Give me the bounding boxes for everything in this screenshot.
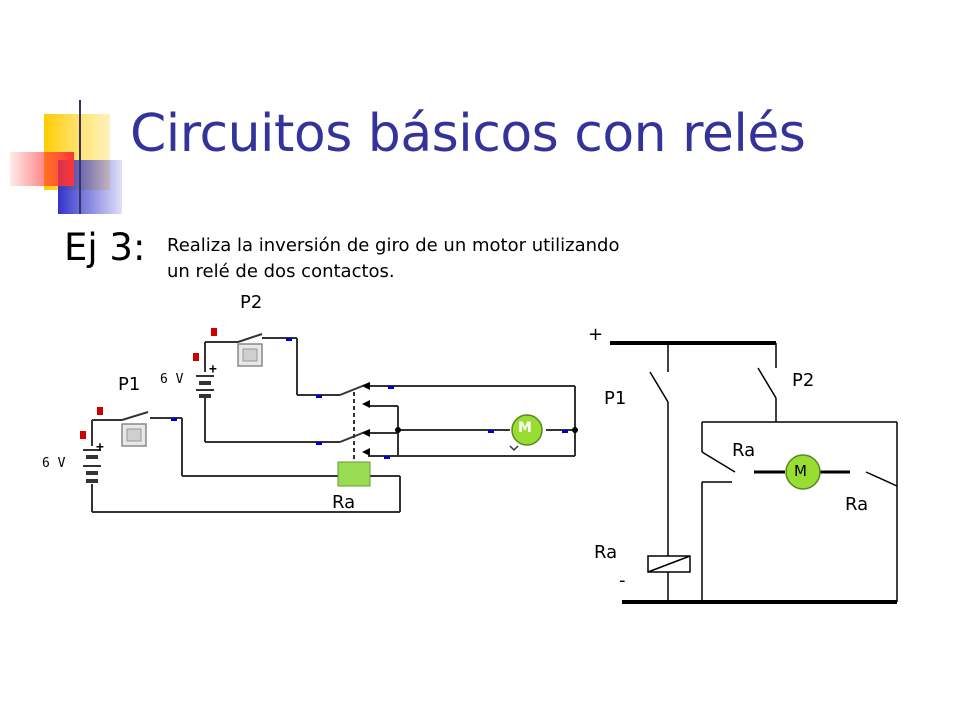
battery-label-p1: 6 V	[42, 456, 66, 471]
switch-p2-blade	[757, 367, 777, 399]
contact-label-left: Ra	[732, 440, 756, 461]
p2-label-right: P2	[792, 370, 815, 391]
switch-blade	[121, 411, 149, 421]
terminal-red	[97, 407, 103, 415]
p2-label: P2	[240, 292, 263, 313]
deco-red-square	[10, 152, 74, 186]
coil-diagonal	[647, 555, 691, 573]
battery-plus-sign: +	[209, 362, 217, 377]
terminal-red	[80, 431, 86, 439]
contact-arrow	[362, 429, 370, 437]
exercise-instruction: Realiza la inversión de giro de un motor…	[167, 233, 620, 285]
motor-left	[511, 414, 543, 446]
relay-coil-right	[647, 555, 691, 573]
battery-p2	[196, 375, 214, 398]
contact-label-right: Ra	[845, 494, 869, 515]
motor-rotation-arrow	[509, 445, 519, 452]
terminal-blue	[316, 395, 322, 398]
relay-contact-left	[701, 451, 736, 473]
relay-coil-left	[337, 461, 371, 487]
instruction-line-1: Realiza la inversión de giro de un motor…	[167, 235, 620, 256]
page-title: Circuitos básicos con relés	[130, 104, 806, 164]
switch-p1-blade	[649, 371, 669, 403]
coil-label: Ra	[594, 542, 618, 563]
terminal-red	[193, 353, 199, 361]
motor-symbol-left: M	[518, 420, 532, 436]
terminal-blue	[562, 430, 568, 433]
terminal-blue	[388, 386, 394, 389]
contact-arrow	[362, 448, 370, 456]
junction-dot	[572, 427, 578, 433]
positive-label: +	[588, 324, 604, 345]
battery-p1	[83, 449, 101, 483]
contact-arrow	[362, 400, 370, 408]
battery-plus-sign: +	[96, 440, 104, 455]
p1-label-right: P1	[604, 388, 627, 409]
contact-arrow	[362, 382, 370, 390]
terminal-blue	[286, 338, 292, 341]
relay-label: Ra	[332, 492, 356, 513]
motor-right	[785, 454, 821, 490]
terminal-blue	[316, 442, 322, 445]
relay-contact-right	[865, 471, 898, 487]
instruction-line-2: un relé de dos contactos.	[167, 261, 395, 282]
terminal-blue	[488, 430, 494, 433]
switch-blade	[237, 333, 263, 343]
p1-label: P1	[118, 374, 141, 395]
battery-label-p2: 6 V	[160, 372, 184, 387]
junction-dot	[395, 427, 401, 433]
motor-symbol-right: M	[794, 462, 807, 480]
terminal-blue	[171, 418, 177, 421]
push-button-face	[126, 428, 142, 442]
terminal-red	[211, 328, 217, 336]
negative-label: -	[619, 570, 626, 591]
exercise-label: Ej 3:	[64, 226, 146, 269]
push-button-face	[242, 348, 258, 362]
terminal-blue	[384, 456, 390, 459]
